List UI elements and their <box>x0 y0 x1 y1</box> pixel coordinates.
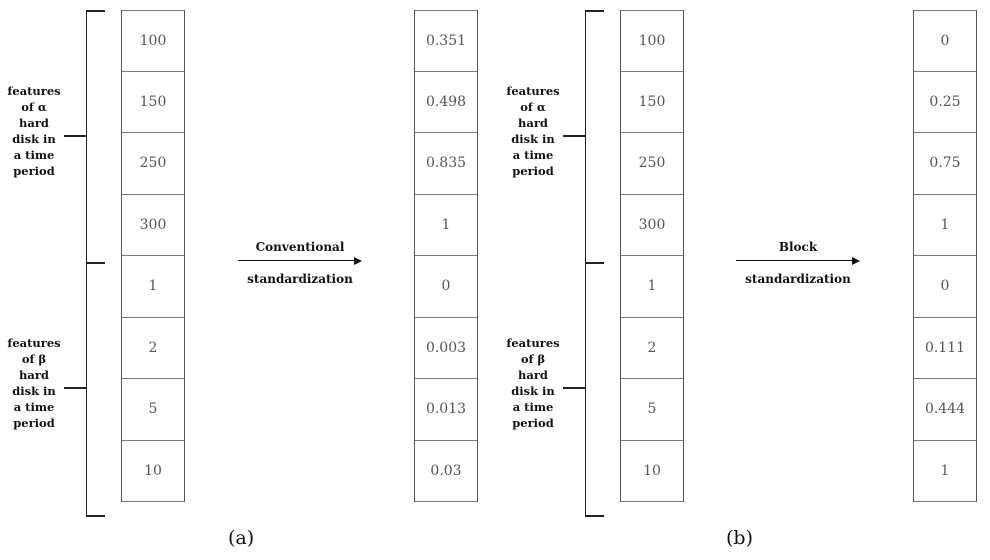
group-brace-b <box>585 10 604 517</box>
input-cell: 300 <box>122 195 184 256</box>
arrow-line <box>736 260 854 262</box>
output-cell: 0.498 <box>415 72 477 133</box>
transform-arrow-a: Conventional standardization <box>238 238 362 298</box>
brace-tick-alpha-a <box>64 135 86 137</box>
arrow-line <box>238 260 356 262</box>
input-cell: 10 <box>621 441 683 502</box>
output-cell: 0.444 <box>914 379 976 441</box>
output-cell: 1 <box>415 195 477 256</box>
output-column-a: 0.351 0.498 0.835 1 0 0.003 0.013 0.03 <box>414 10 478 502</box>
output-cell: 0 <box>914 256 976 318</box>
input-cell: 1 <box>122 256 184 318</box>
input-column-a: 100 150 250 300 1 2 5 10 <box>121 10 185 502</box>
input-cell: 10 <box>122 441 184 502</box>
arrow-head-icon <box>354 256 362 265</box>
output-cell: 0 <box>415 256 477 318</box>
output-cell: 0 <box>914 10 976 72</box>
output-cell: 0.25 <box>914 72 976 133</box>
input-cell: 2 <box>122 318 184 379</box>
arrow-label-top-a: Conventional <box>255 240 345 254</box>
input-cell: 100 <box>621 10 683 72</box>
input-cell: 150 <box>621 72 683 133</box>
input-cell: 250 <box>621 133 683 195</box>
input-column-b: 100 150 250 300 1 2 5 10 <box>620 10 684 502</box>
input-cell: 150 <box>122 72 184 133</box>
output-cell: 0.75 <box>914 133 976 195</box>
group-label-beta-b: features of β hard disk in a time period <box>506 336 560 430</box>
arrow-label-bottom-a: standardization <box>247 272 353 286</box>
output-cell: 1 <box>914 441 976 502</box>
group-label-beta-a: features of β hard disk in a time period <box>7 336 61 430</box>
input-cell: 1 <box>621 256 683 318</box>
transform-arrow-b: Block standardization <box>736 238 860 298</box>
input-cell: 300 <box>621 195 683 256</box>
input-cell: 250 <box>122 133 184 195</box>
input-cell: 2 <box>621 318 683 379</box>
output-cell: 1 <box>914 195 976 256</box>
brace-tick-beta-b <box>563 387 585 389</box>
output-cell: 0.013 <box>415 379 477 441</box>
panel-caption-a: (a) <box>228 527 255 549</box>
input-cell: 5 <box>122 379 184 441</box>
output-cell: 0.003 <box>415 318 477 379</box>
arrow-label-bottom-b: standardization <box>745 272 851 286</box>
input-cell: 100 <box>122 10 184 72</box>
arrow-head-icon <box>852 256 860 265</box>
output-cell: 0.03 <box>415 441 477 502</box>
group-label-alpha-a: features of α hard disk in a time period <box>7 84 61 178</box>
arrow-label-top-b: Block <box>778 240 818 254</box>
brace-tick-beta-a <box>64 387 86 389</box>
output-cell: 0.351 <box>415 10 477 72</box>
output-column-b: 0 0.25 0.75 1 0 0.111 0.444 1 <box>913 10 977 502</box>
output-cell: 0.111 <box>914 318 976 379</box>
group-label-alpha-b: features of α hard disk in a time period <box>506 84 560 178</box>
panel-caption-b: (b) <box>726 527 753 549</box>
brace-tick-alpha-b <box>563 135 585 137</box>
output-cell: 0.835 <box>415 133 477 195</box>
input-cell: 5 <box>621 379 683 441</box>
group-brace-a <box>86 10 105 517</box>
